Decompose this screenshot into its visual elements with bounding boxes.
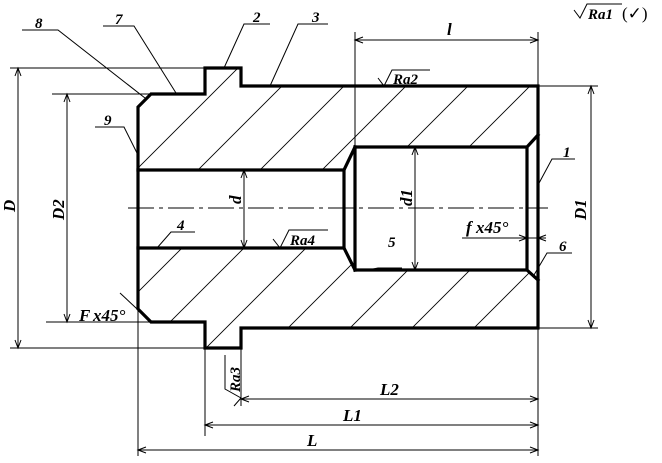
svg-text:Ra3: Ra3 bbox=[228, 366, 244, 393]
svg-text:x45°: x45° bbox=[475, 218, 509, 237]
dim-L2-label: L2 bbox=[379, 380, 399, 399]
roughness-ra2: Ra2 bbox=[377, 69, 430, 88]
callout-1: 1 bbox=[563, 145, 571, 161]
svg-text:Ra2: Ra2 bbox=[392, 72, 419, 88]
arrowhead bbox=[529, 446, 540, 454]
cone-transition bbox=[341, 144, 358, 273]
callout-6: 6 bbox=[559, 239, 567, 255]
hatch-line bbox=[463, 68, 538, 348]
dim-d1-label: d1 bbox=[397, 189, 416, 206]
dim-l-label: l bbox=[447, 20, 452, 39]
callout-8: 8 bbox=[35, 16, 43, 32]
arrowhead bbox=[136, 446, 147, 454]
arrowhead bbox=[529, 36, 540, 44]
dim-d-label: d bbox=[226, 195, 245, 204]
hatch-line bbox=[138, 68, 245, 348]
hatch-line bbox=[277, 68, 538, 348]
arrowhead bbox=[529, 395, 540, 403]
callout-9: 9 bbox=[104, 113, 112, 129]
arrowhead bbox=[203, 421, 214, 429]
callout-4: 4 bbox=[176, 218, 185, 234]
arrowhead bbox=[14, 339, 22, 350]
roughness-ra3: Ra3 bbox=[224, 355, 244, 407]
arrowhead bbox=[587, 319, 595, 330]
svg-text:f: f bbox=[466, 218, 474, 237]
svg-text:x45°: x45° bbox=[92, 306, 126, 325]
dimension-arrows bbox=[14, 36, 595, 454]
arrowhead bbox=[529, 421, 540, 429]
arrowhead bbox=[411, 145, 419, 156]
chamfer-f-label: f x45° bbox=[466, 218, 509, 237]
arrowhead bbox=[240, 168, 248, 179]
arrowhead bbox=[411, 261, 419, 272]
callout-3: 3 bbox=[311, 10, 320, 26]
callout-5: 5 bbox=[388, 235, 396, 251]
arrowhead bbox=[14, 66, 22, 77]
svg-text:F: F bbox=[78, 306, 91, 325]
dim-D1-label: D1 bbox=[571, 199, 590, 221]
arrowhead bbox=[240, 239, 248, 250]
arrowhead bbox=[239, 395, 250, 403]
hatch-line bbox=[215, 68, 538, 348]
dim-L1-label: L1 bbox=[342, 406, 362, 425]
arrowhead bbox=[353, 36, 364, 44]
arrowhead bbox=[587, 84, 595, 95]
arrowhead bbox=[518, 234, 529, 242]
hatch-line bbox=[339, 68, 538, 348]
dimension-lines bbox=[17, 39, 592, 451]
callout-7: 7 bbox=[115, 12, 123, 28]
chamfer-F-label: F x45° bbox=[78, 306, 126, 325]
svg-text:(✓): (✓) bbox=[622, 4, 648, 23]
svg-text:Ra4: Ra4 bbox=[289, 233, 316, 249]
dim-D2-label: D2 bbox=[49, 199, 68, 221]
arrowhead bbox=[63, 92, 71, 103]
extension-lines bbox=[10, 32, 598, 456]
bore-d-contour bbox=[136, 168, 346, 250]
roughness-ra4: Ra4 bbox=[272, 229, 328, 249]
leader-lines bbox=[22, 23, 575, 323]
dim-D-label: D bbox=[0, 200, 19, 213]
section-hatching bbox=[138, 68, 538, 348]
arrowhead bbox=[536, 234, 547, 242]
hatch-line bbox=[138, 68, 493, 348]
bore-d1-contour bbox=[353, 132, 541, 283]
hatch-line bbox=[138, 68, 183, 348]
roughness-general: Ra1 (✓) bbox=[573, 3, 648, 23]
hatch-line bbox=[138, 68, 307, 348]
callout-2: 2 bbox=[252, 10, 261, 26]
svg-text:Ra1: Ra1 bbox=[587, 7, 613, 23]
arrowhead bbox=[63, 313, 71, 324]
hatch-line bbox=[401, 68, 538, 348]
dim-L-label: L bbox=[306, 431, 317, 450]
